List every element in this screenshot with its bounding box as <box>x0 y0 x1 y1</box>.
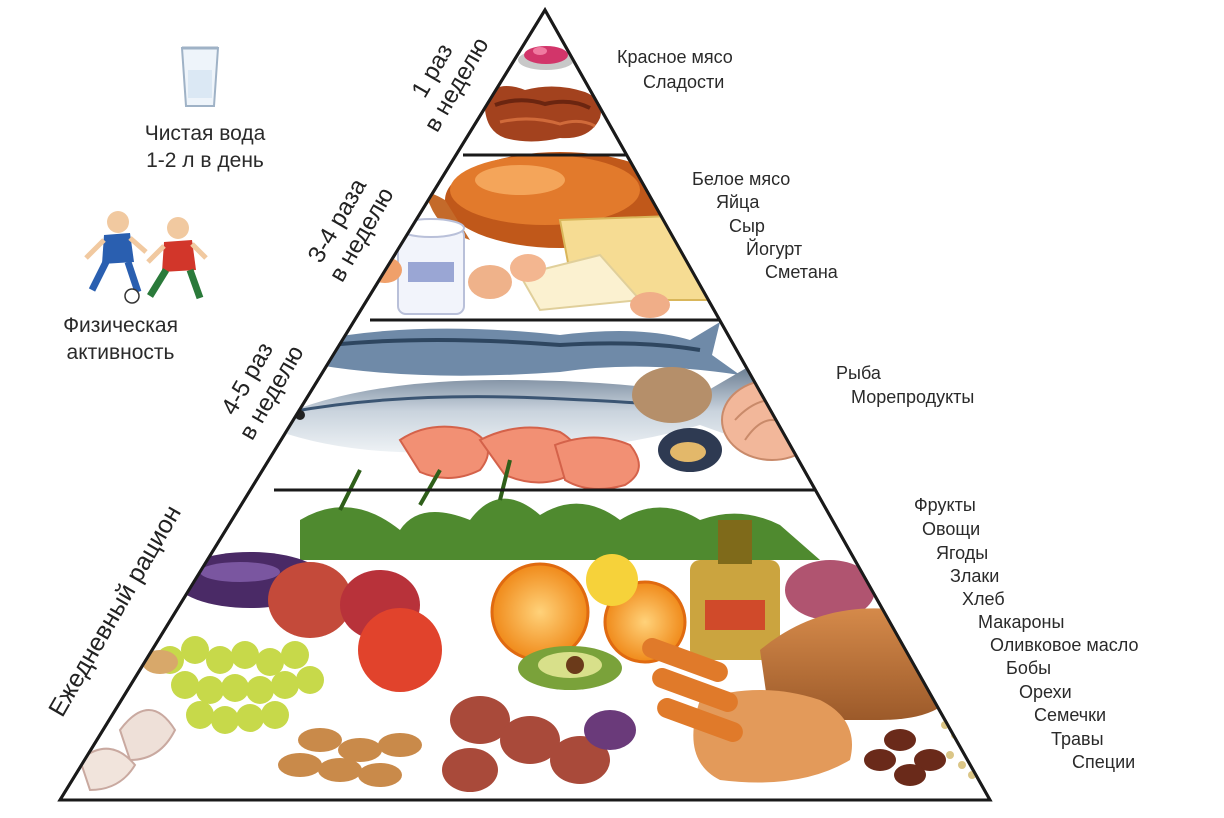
poultry-dairy-illustration <box>368 152 710 318</box>
water-glass-icon <box>182 48 218 106</box>
food-label-spices: Специи <box>1072 751 1135 773</box>
food-label-yogurt: Йогурт <box>746 238 802 260</box>
food-label-nuts: Орехи <box>1019 681 1072 703</box>
food-label-grains: Злаки <box>950 565 999 587</box>
food-label-sour-cream: Сметана <box>765 261 838 283</box>
food-label-fruits: Фрукты <box>914 494 976 516</box>
food-label-seafood: Морепродукты <box>851 386 974 408</box>
food-label-pasta: Макароны <box>978 611 1064 633</box>
food-label-vegetables: Овощи <box>922 518 980 540</box>
food-label-red-meat: Красное мясо <box>617 46 733 68</box>
food-label-cheese: Сыр <box>729 215 765 237</box>
food-label-bread: Хлеб <box>962 588 1005 610</box>
food-label-sweets: Сладости <box>643 71 724 93</box>
food-label-herbs: Травы <box>1051 728 1104 750</box>
food-label-white-meat: Белое мясо <box>692 168 790 190</box>
water-label: Чистая вода 1-2 л в день <box>105 120 305 174</box>
food-label-eggs: Яйца <box>716 191 759 213</box>
food-label-beans: Бобы <box>1006 657 1051 679</box>
food-label-olive-oil: Оливковое масло <box>990 634 1139 656</box>
food-label-seeds: Семечки <box>1034 704 1106 726</box>
food-label-fish: Рыба <box>836 362 881 384</box>
red-meat-sweets-illustration <box>485 46 601 142</box>
food-label-berries: Ягоды <box>936 542 988 564</box>
activity-label: Физическая активность <box>28 312 213 366</box>
soccer-players-icon <box>86 211 206 303</box>
